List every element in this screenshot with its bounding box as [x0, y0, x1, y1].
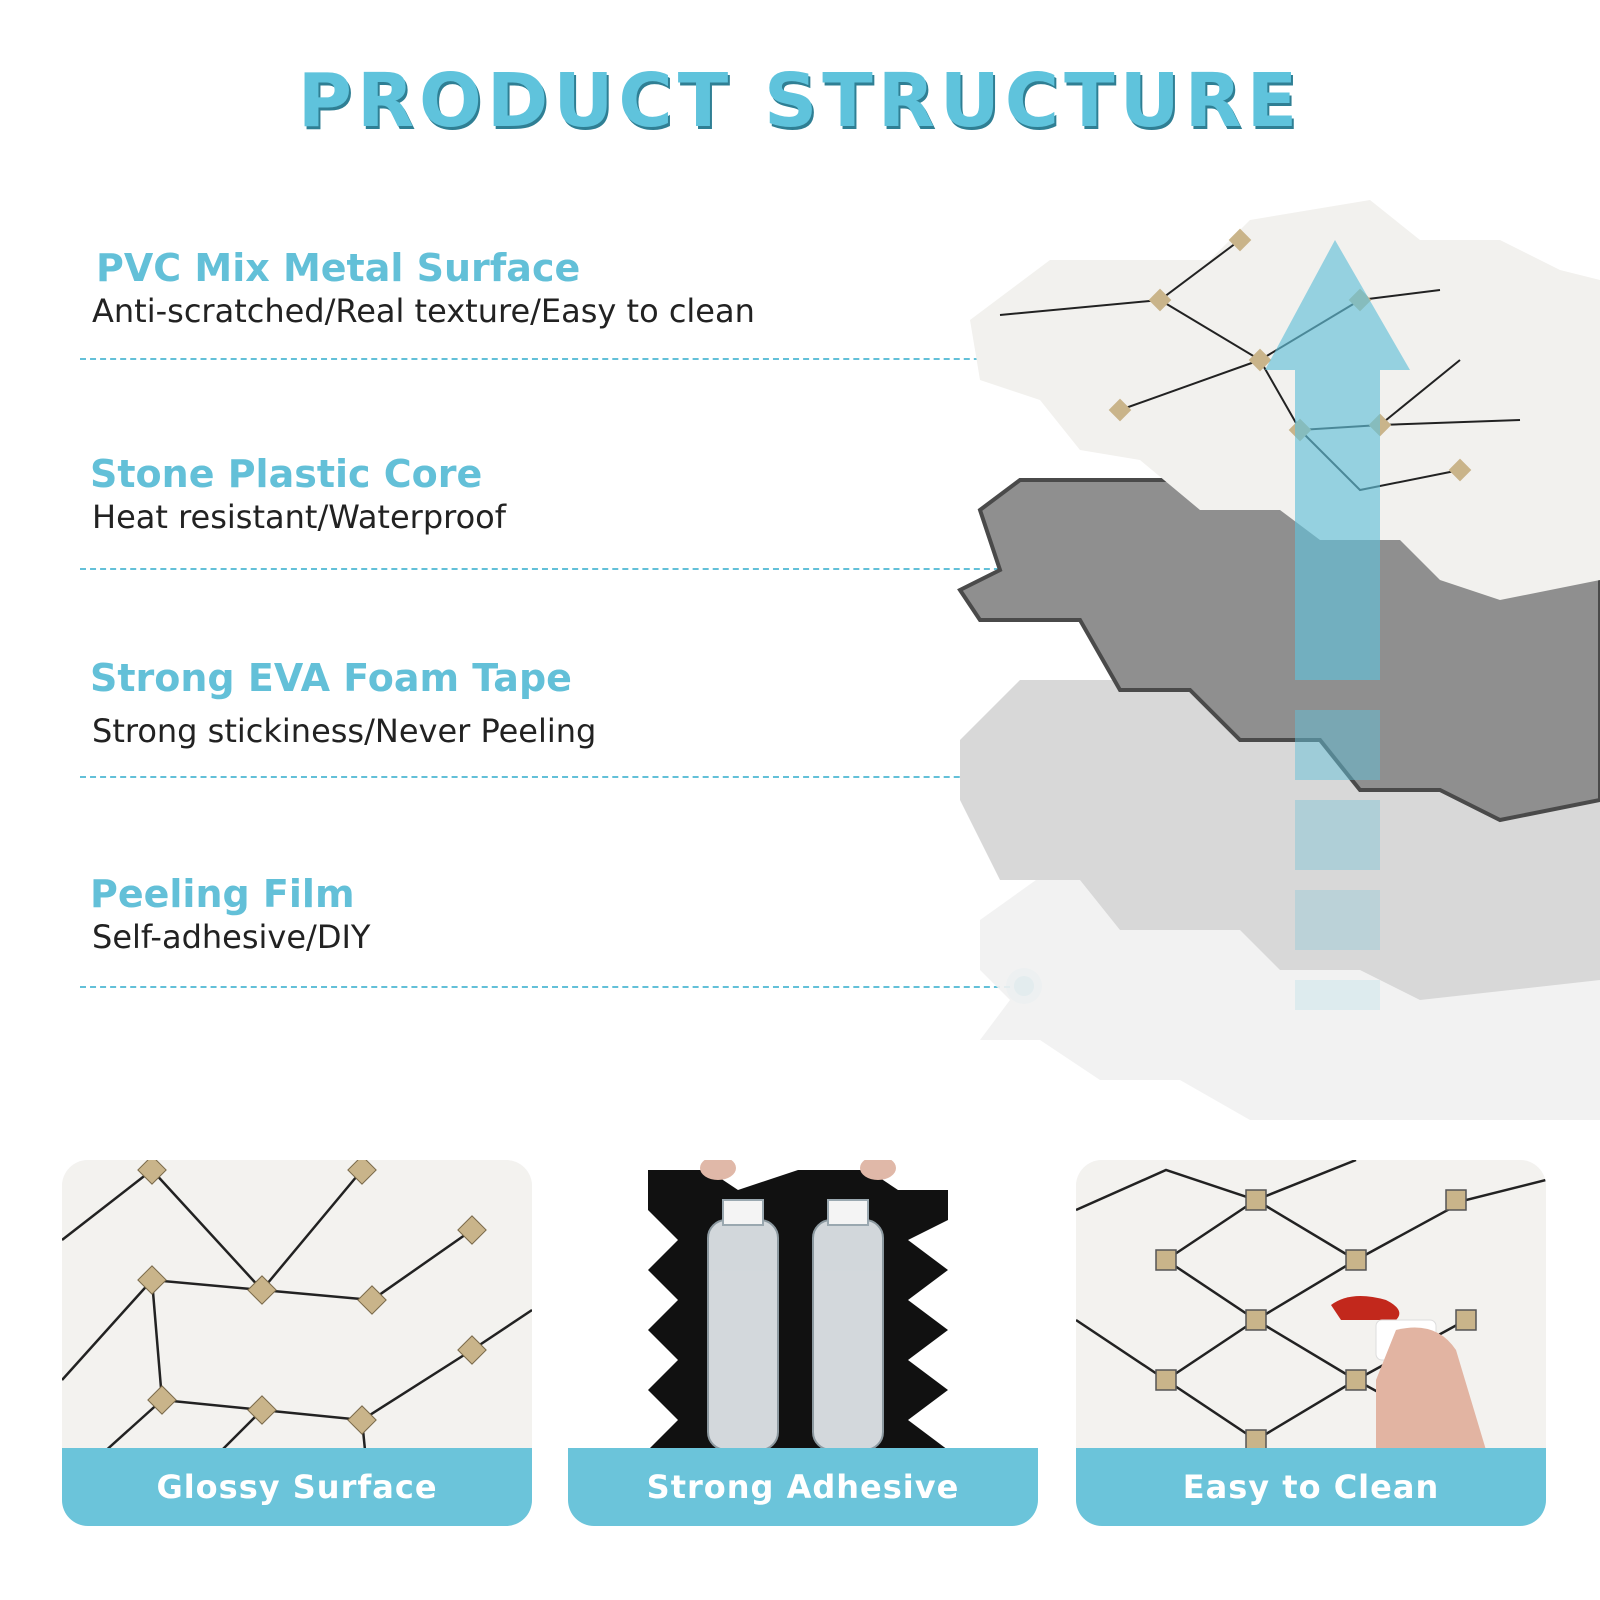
bottle-right [812, 1199, 884, 1451]
layer-title: Peeling Film [90, 872, 355, 916]
feature-label: Glossy Surface [156, 1468, 438, 1506]
layer-description: Anti-scratched/Real texture/Easy to clea… [92, 292, 755, 330]
layer-stack-illustration [957, 200, 1600, 1120]
up-arrow-icon [1265, 240, 1410, 1010]
feature-label-band: Easy to Clean [1076, 1448, 1546, 1526]
layer-title: Strong EVA Foam Tape [90, 656, 572, 700]
feature-label-band: Glossy Surface [62, 1448, 532, 1526]
layer-title: PVC Mix Metal Surface [96, 246, 581, 290]
bottle-left [707, 1199, 779, 1451]
layer-divider-line [80, 568, 1020, 570]
layer-divider-line [80, 776, 1020, 778]
layer-divider-line [80, 986, 1020, 988]
layer-description: Self-adhesive/DIY [92, 918, 371, 956]
layer-pvc-surface: PVC Mix Metal Surface Anti-scratched/Rea… [80, 246, 1030, 330]
layer-divider-line [80, 358, 1020, 360]
page-title: PRODUCT STRUCTURE [297, 58, 1303, 144]
layer-title: Stone Plastic Core [90, 452, 483, 496]
cleaning-hand [1331, 1296, 1486, 1450]
layer-stone-core: Stone Plastic Core Heat resistant/Waterp… [80, 452, 1030, 536]
feature-card-adhesive: Strong Adhesive [568, 1160, 1038, 1526]
feature-label: Strong Adhesive [646, 1468, 960, 1506]
layer-peeling-film: Peeling Film Self-adhesive/DIY [80, 872, 1030, 956]
layer-description: Heat resistant/Waterproof [92, 498, 506, 536]
feature-card-glossy: Glossy Surface [62, 1160, 532, 1526]
feature-label-band: Strong Adhesive [568, 1448, 1038, 1526]
layer-eva-tape: Strong EVA Foam Tape Strong stickiness/N… [80, 656, 1030, 750]
feature-label: Easy to Clean [1182, 1468, 1440, 1506]
layer-description: Strong stickiness/Never Peeling [92, 712, 597, 750]
feature-card-clean: Easy to Clean [1076, 1160, 1546, 1526]
